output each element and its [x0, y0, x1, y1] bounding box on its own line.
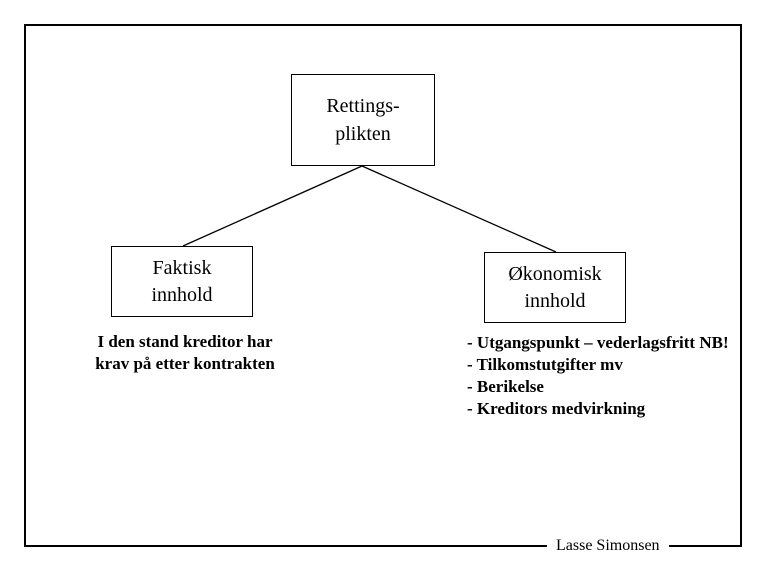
node-faktisk-innhold: Faktisk innhold: [111, 246, 253, 317]
node-rettingsplikten-line2: plikten: [335, 123, 391, 145]
slide-border-frame: [24, 24, 742, 547]
node-rettingsplikten: Rettings- plikten: [291, 74, 435, 166]
list-item: - Berikelse: [467, 377, 544, 396]
faktisk-note-line1: I den stand kreditor har: [97, 332, 273, 351]
node-okonomisk-line2: innhold: [524, 289, 586, 312]
list-item: - Utgangspunkt – vederlagsfritt NB!: [467, 333, 729, 352]
list-item: - Tilkomstutgifter mv: [467, 355, 623, 374]
faktisk-note-line2: krav på etter kontrakten: [95, 354, 275, 373]
faktisk-note: I den stand kreditor har krav på etter k…: [70, 331, 300, 375]
node-rettingsplikten-line1: Rettings-: [326, 95, 400, 117]
node-okonomisk-line1: Økonomisk: [508, 262, 602, 285]
list-item: - Kreditors medvirkning: [467, 399, 646, 418]
node-okonomisk-innhold: Økonomisk innhold: [484, 252, 626, 323]
footer-author: Lasse Simonsen: [547, 536, 669, 556]
okonomisk-list: - Utgangspunkt – vederlagsfritt NB! - Ti…: [467, 332, 747, 420]
node-faktisk-line1: Faktisk: [152, 256, 212, 279]
node-faktisk-line2: innhold: [151, 283, 213, 306]
